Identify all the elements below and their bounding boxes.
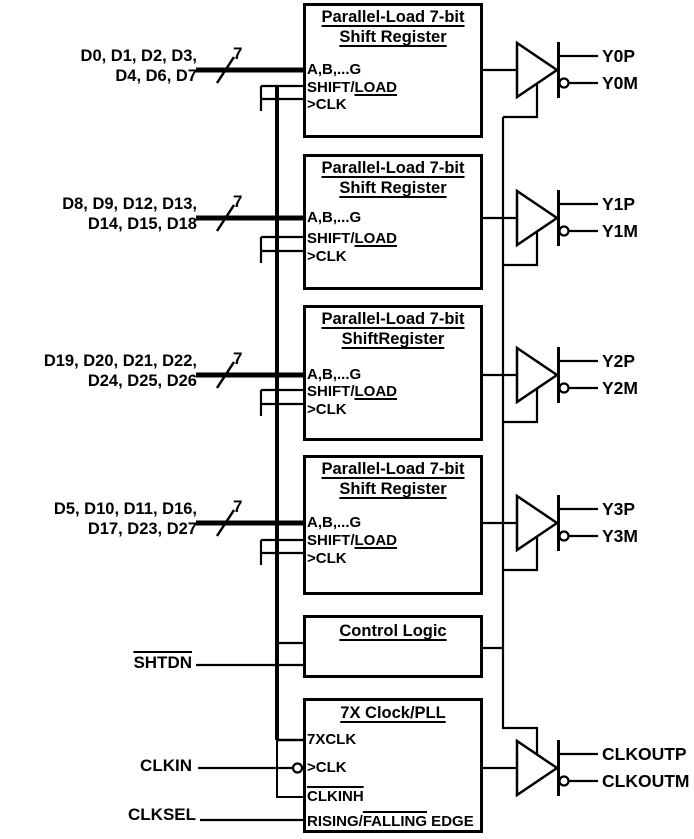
inversion-bubble xyxy=(558,775,570,787)
output-label-clkoutp: CLKOUTP xyxy=(602,744,687,764)
register-0-wires xyxy=(196,56,539,119)
pll-title: 7X Clock/PLL xyxy=(340,704,446,722)
buffer-triangle xyxy=(515,493,560,553)
clkin-input-label: CLKIN xyxy=(140,756,192,775)
output-label-y1p: Y1P xyxy=(602,194,636,214)
register-3-wires xyxy=(196,509,539,572)
pin-parallel-inputs: A,B,...G xyxy=(307,366,362,383)
pin-clk: >CLK xyxy=(307,96,347,113)
clksel-input-label: CLKSEL xyxy=(128,805,196,824)
pin-parallel-inputs: A,B,...G xyxy=(307,61,362,78)
bus-width-label: 7 xyxy=(233,192,243,211)
control-bracket xyxy=(259,538,303,565)
output-buffer-y2 xyxy=(515,345,598,405)
output-buffer-y3 xyxy=(515,493,598,553)
shift-register-block-2 xyxy=(303,305,483,441)
pin-clk: >CLK xyxy=(307,401,347,418)
buffer-enable-line xyxy=(503,537,539,572)
output-label-clkoutm: CLKOUTM xyxy=(602,771,690,791)
control-bracket xyxy=(259,235,303,263)
pll-block xyxy=(303,698,483,833)
output-buffer-y0 xyxy=(515,40,598,100)
pin-pll-clk: >CLK xyxy=(307,759,347,776)
buffer-triangle xyxy=(515,345,560,405)
pin-clkinh: CLKINH xyxy=(307,788,364,805)
output-buffer-clkout xyxy=(515,738,598,798)
data-input-label-3: D5, D10, D11, D16, D17, D23, D27 xyxy=(53,500,197,538)
bus-width-label: 7 xyxy=(233,349,243,368)
register-2-wires xyxy=(196,361,539,424)
buffer-clock-rail xyxy=(501,117,539,755)
buffer-triangle xyxy=(515,738,560,798)
register-1-wires xyxy=(196,204,539,267)
shift-register-block-0 xyxy=(303,3,483,138)
buffer-triangle xyxy=(515,40,560,100)
register-1-title: Parallel-Load 7-bit Shift Register xyxy=(321,159,465,197)
pin-shift-load: SHIFT/LOAD xyxy=(307,532,397,549)
output-label-y1m: Y1M xyxy=(602,221,638,241)
pin-7xclk: 7XCLK xyxy=(307,731,357,748)
data-input-label-2: D19, D20, D21, D22, D24, D25, D26 xyxy=(43,352,197,390)
pin-shift-load: SHIFT/LOAD xyxy=(307,79,397,96)
control-logic-title: Control Logic xyxy=(339,622,447,640)
output-label-y3m: Y3M xyxy=(602,526,638,546)
pin-clk: >CLK xyxy=(307,248,347,265)
inversion-bubble xyxy=(558,382,570,394)
control-bracket xyxy=(259,84,303,111)
pin-parallel-inputs: A,B,...G xyxy=(307,209,362,226)
register-2-title: Parallel-Load 7-bit ShiftRegister xyxy=(321,310,465,348)
output-label-y3p: Y3P xyxy=(602,499,636,519)
bus-width-label: 7 xyxy=(233,497,243,516)
bus-slash xyxy=(215,56,236,84)
buffer-enable-line xyxy=(503,389,539,424)
bus-slash xyxy=(215,204,236,232)
shift-register-block-1 xyxy=(303,154,483,290)
buffer-enable-line xyxy=(503,232,539,267)
inversion-bubble xyxy=(558,77,570,89)
data-input-label-1: D8, D9, D12, D13, D14, D15, D18 xyxy=(62,195,197,233)
buffer-enable-line xyxy=(503,84,539,119)
output-buffer-y1 xyxy=(515,188,598,248)
register-3-title: Parallel-Load 7-bit Shift Register xyxy=(321,460,465,498)
output-label-y0m: Y0M xyxy=(602,73,638,93)
shtdn-input-label: SHTDN xyxy=(133,653,192,672)
buffer-triangle xyxy=(515,188,560,248)
pin-shift-load: SHIFT/LOAD xyxy=(307,383,397,400)
register-0-title: Parallel-Load 7-bit Shift Register xyxy=(321,8,465,46)
pin-parallel-inputs: A,B,...G xyxy=(307,514,362,531)
inversion-bubble xyxy=(558,225,570,237)
bus-width-label: 7 xyxy=(233,44,243,63)
clkinh-stub xyxy=(276,740,303,798)
output-label-y2m: Y2M xyxy=(602,378,638,398)
output-label-y2p: Y2P xyxy=(602,351,636,371)
control-bracket xyxy=(259,388,303,416)
control-logic-block xyxy=(303,615,483,678)
output-label-y0p: Y0P xyxy=(602,46,636,66)
clk-inversion-bubble xyxy=(291,762,304,774)
bus-slash xyxy=(215,361,236,389)
data-input-label-0: D0, D1, D2, D3, D4, D6, D7 xyxy=(80,47,197,85)
bus-slash xyxy=(215,509,236,537)
pin-clk: >CLK xyxy=(307,550,347,567)
pin-shift-load: SHIFT/LOAD xyxy=(307,230,397,247)
pin-rising-falling-edge: RISING/FALLING EDGE xyxy=(307,813,474,830)
inversion-bubble xyxy=(558,530,570,542)
shift-register-block-3 xyxy=(303,455,483,595)
